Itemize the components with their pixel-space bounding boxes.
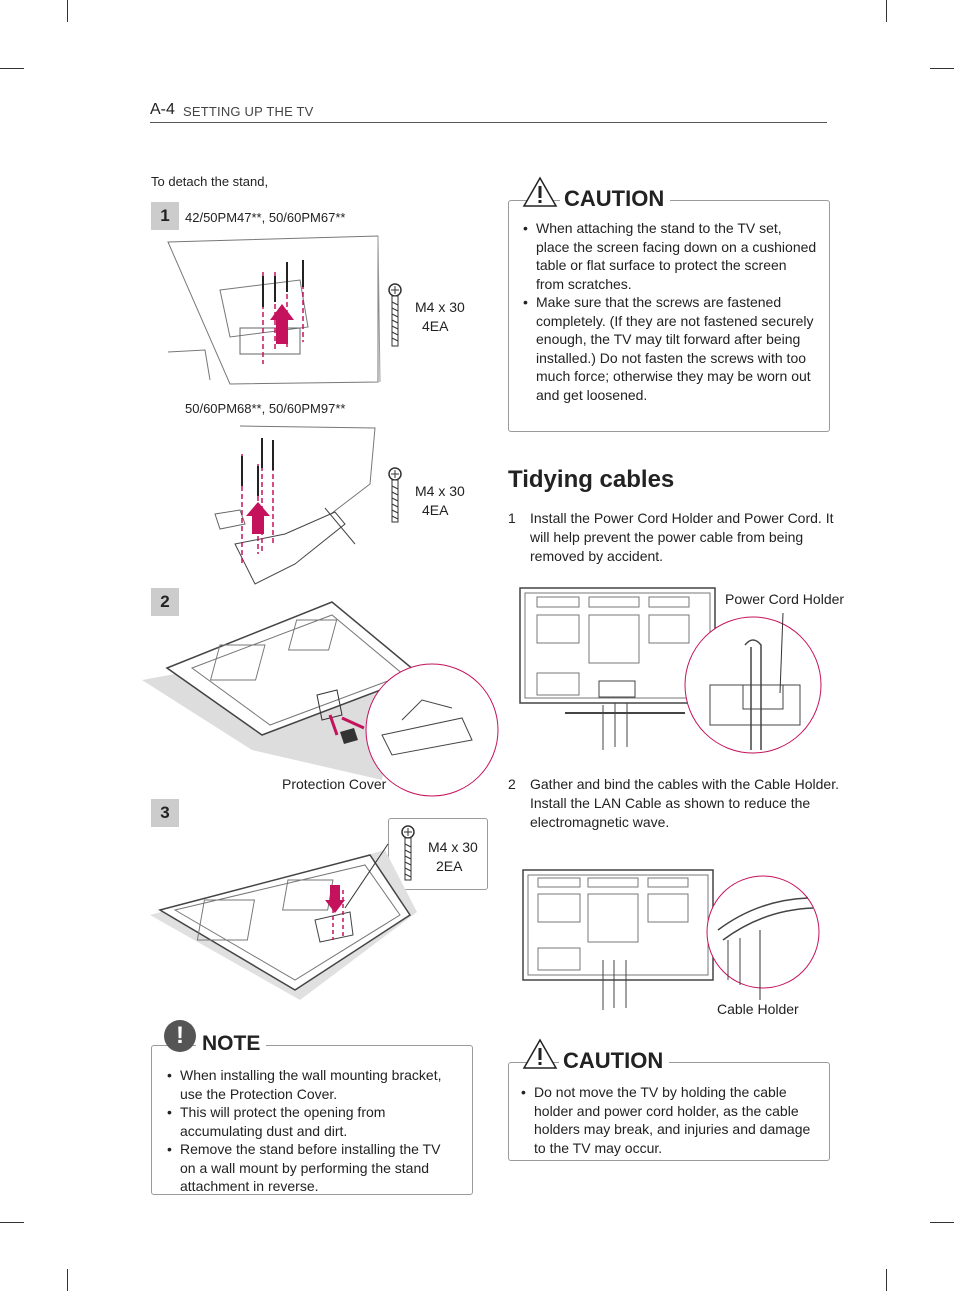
protection-cover-callout: Protection Cover [282, 776, 387, 792]
step-number-1: 1 [151, 202, 179, 230]
caution-title-2: CAUTION [559, 1048, 670, 1074]
model-label-a: 42/50PM47**, 50/60PM67** [185, 210, 346, 225]
screw-spec-a-size: M4 x 30 [415, 299, 465, 315]
tv-back-illustration [150, 843, 417, 1000]
crop-mark [0, 68, 24, 69]
screw-spec-a-qty: 4EA [422, 318, 449, 334]
crop-mark [0, 1222, 24, 1223]
crop-mark [886, 0, 887, 22]
crop-mark [930, 68, 954, 69]
protection-cover-illustration [142, 601, 499, 797]
crop-mark [930, 1222, 954, 1223]
caution-item: Make sure that the screws are fastened c… [523, 293, 818, 404]
step-text: Install the Power Cord Holder and Power … [530, 510, 834, 564]
screw-icon [388, 283, 402, 347]
screw-spec-b-size: M4 x 30 [415, 483, 465, 499]
caution-list: When attaching the stand to the TV set, … [523, 219, 818, 404]
stand-detach-illustration-b [214, 425, 376, 585]
caution-list-2: Do not move the TV by holding the cable … [521, 1083, 819, 1157]
caution-item: When attaching the stand to the TV set, … [523, 219, 818, 293]
note-item: This will protect the opening from accum… [167, 1103, 457, 1140]
stand-detach-illustration-a [167, 235, 381, 385]
warning-triangle-icon [522, 176, 558, 207]
power-cord-holder-illustration [519, 587, 822, 754]
crop-mark [886, 1269, 887, 1291]
step-number: 1 [508, 510, 516, 526]
crop-mark [67, 1269, 68, 1291]
cable-holder-illustration [522, 869, 820, 1010]
note-list: When installing the wall mounting bracke… [167, 1066, 457, 1196]
page-number: A-4 [150, 101, 175, 118]
model-label-b: 50/60PM68**, 50/60PM97** [185, 401, 346, 416]
step-number-3: 3 [151, 799, 179, 827]
cable-holder-callout: Cable Holder [717, 1001, 799, 1017]
screw-spec-c-qty: 2EA [436, 858, 463, 874]
section-title: SETTING UP THE TV [183, 104, 314, 119]
warning-triangle-icon [522, 1038, 558, 1069]
section-heading: Tidying cables [508, 466, 675, 493]
caution-title: CAUTION [560, 186, 671, 212]
note-item: Remove the stand before installing the T… [167, 1140, 457, 1196]
note-icon: ! [164, 1020, 196, 1052]
step-number-2: 2 [151, 588, 179, 616]
note-title: NOTE [196, 1032, 267, 1056]
intro-text: To detach the stand, [151, 174, 269, 189]
crop-mark [67, 0, 68, 22]
step-text: Gather and bind the cables with the Cabl… [530, 776, 839, 830]
caution-item: Do not move the TV by holding the cable … [521, 1083, 819, 1157]
screw-spec-b-qty: 4EA [422, 502, 449, 518]
screw-spec-box [388, 818, 488, 890]
screw-spec-c-size: M4 x 30 [428, 839, 478, 855]
screw-icon [388, 467, 402, 523]
note-item: When installing the wall mounting bracke… [167, 1066, 457, 1103]
screw-icon [401, 825, 415, 881]
power-cord-holder-callout: Power Cord Holder [725, 591, 845, 607]
header-rule [150, 122, 827, 123]
step-number: 2 [508, 776, 516, 792]
